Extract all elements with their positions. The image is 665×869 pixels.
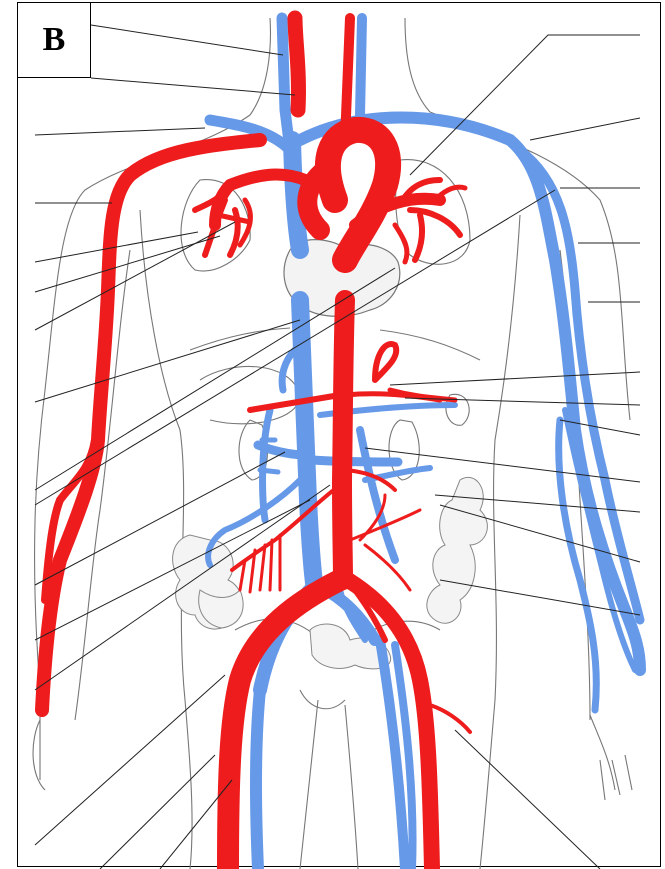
right-lung-branch-3 — [415, 215, 422, 260]
left-hand-outline — [33, 720, 45, 790]
superior-mesenteric-artery — [232, 485, 340, 570]
leader-line-1 — [91, 25, 283, 55]
leader-line-15 — [100, 755, 215, 869]
leader-line-22 — [390, 372, 640, 385]
left-femoral-vein — [256, 690, 260, 869]
right-lung-branch-5 — [395, 225, 407, 262]
arm-vein-2 — [520, 150, 640, 620]
crotch-outline — [300, 690, 345, 709]
left-leg-inner-outline — [300, 700, 318, 869]
leader-line-14 — [35, 675, 225, 845]
left-carotid-artery — [295, 18, 298, 110]
descending-aorta — [342, 300, 345, 580]
aortic-arch — [328, 130, 388, 260]
right-renal-vein — [312, 460, 398, 462]
femoral-artery-branch — [430, 705, 470, 732]
hepatic-vein-branch — [282, 350, 295, 390]
leader-line-3 — [35, 128, 205, 135]
panel-label: B — [17, 2, 91, 78]
right-lung-branch-4 — [435, 187, 465, 200]
leader-line-18 — [530, 118, 640, 140]
right-jugular-vein — [360, 18, 362, 115]
left-lung-branch-5 — [218, 215, 250, 222]
splenic-artery — [375, 344, 396, 380]
leader-line-29 — [455, 730, 600, 869]
right-leg-inner-outline — [345, 705, 358, 869]
left-common-iliac-artery — [228, 580, 340, 869]
leader-line-2 — [91, 78, 295, 95]
leader-line-8 — [35, 320, 300, 402]
torso-right-outline — [480, 215, 520, 869]
inferior-mesenteric-artery-b — [365, 545, 410, 590]
mesenteric-fan-2 — [270, 540, 272, 590]
descending-colon — [427, 477, 488, 623]
right-hand-outline — [590, 715, 632, 800]
